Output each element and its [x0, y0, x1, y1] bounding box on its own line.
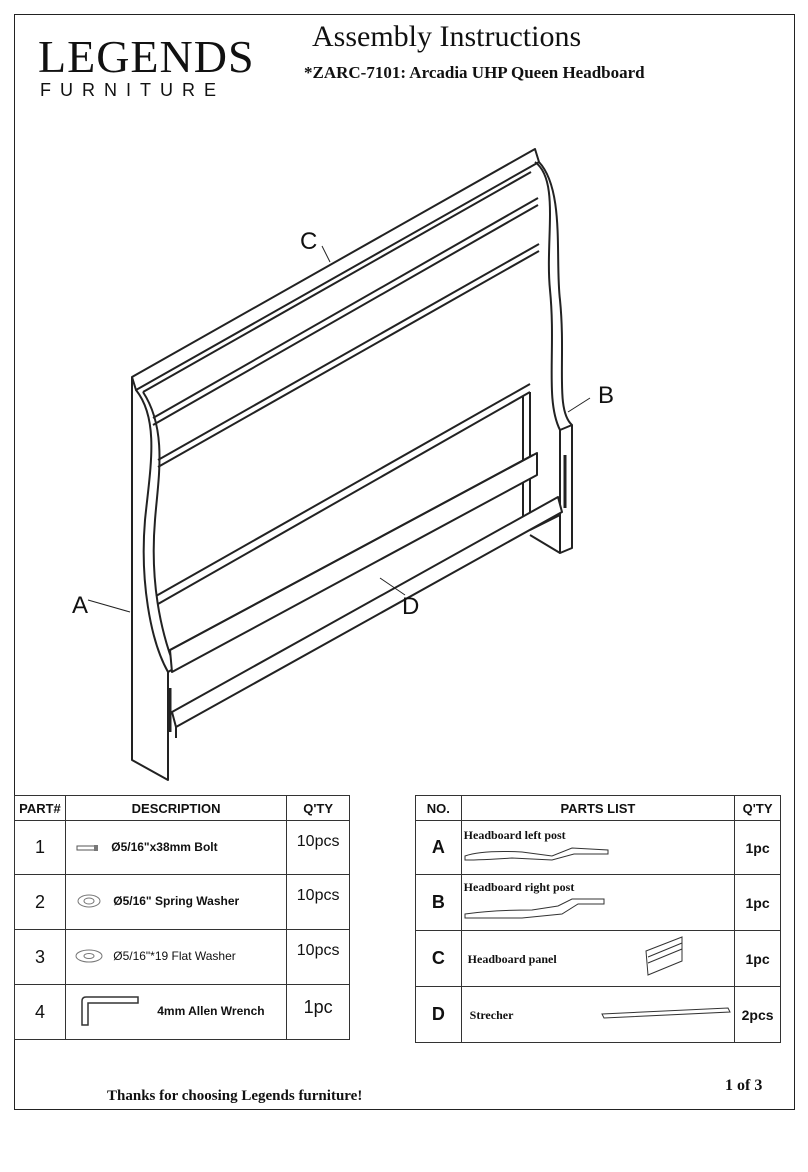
part-description-text: 4mm Allen Wrench	[157, 1004, 265, 1019]
part-qty: 1pc	[734, 820, 781, 875]
page-number: 1 of 3	[725, 1077, 763, 1094]
page-border	[14, 14, 795, 1110]
table-row: 4 4mm Allen Wrench 1pc	[14, 984, 350, 1040]
part-entry: Headboard left post	[460, 820, 736, 875]
label-c: C	[300, 228, 318, 255]
part-name: Strecher	[469, 1007, 514, 1022]
table-row: B Headboard right post 1pc	[415, 874, 781, 931]
part-letter: D	[415, 986, 462, 1043]
parts-table: NO. PARTS LIST Q'TY A Headboard left pos…	[415, 795, 781, 1043]
table-row: 1 Ø5/16"x38mm Bolt 10pcs	[14, 820, 350, 875]
part-description-text: Ø5/16"*19 Flat Washer	[113, 949, 236, 964]
flat-washer-icon	[74, 949, 104, 966]
part-number: 1	[14, 820, 66, 875]
part-name: Headboard panel	[467, 951, 557, 966]
left-post-icon	[462, 844, 612, 869]
part-qty: 1pc	[286, 984, 350, 1040]
col-part: PART#	[14, 795, 66, 821]
label-a: A	[72, 592, 89, 619]
part-number: 4	[14, 984, 66, 1040]
part-number: 3	[14, 929, 66, 985]
part-name: Headboard left post	[463, 828, 566, 842]
part-description: 4mm Allen Wrench	[64, 984, 288, 1040]
table-row: A Headboard left post 1pc	[415, 820, 781, 875]
part-letter: B	[415, 874, 462, 931]
right-post-icon	[462, 896, 612, 927]
brand-logo: LEGENDS	[38, 31, 255, 82]
part-qty: 1pc	[734, 930, 781, 987]
col-qty: Q'TY	[286, 795, 350, 821]
headboard-diagram	[87, 148, 591, 781]
part-letter: C	[415, 930, 462, 987]
col-no: NO.	[415, 795, 462, 821]
part-description: Ø5/16" Spring Washer	[64, 874, 288, 930]
spring-washer-icon	[76, 894, 102, 911]
part-entry: Headboard right post	[460, 874, 736, 931]
table-row: 3 Ø5/16"*19 Flat Washer 10pcs	[14, 929, 350, 985]
part-qty: 10pcs	[286, 874, 350, 930]
brand-logo-sub: FURNITURE	[40, 80, 225, 100]
product-subtitle: *ZARC-7101: Arcadia UHP Queen Headboard	[304, 63, 645, 82]
allen-wrench-icon	[76, 993, 142, 1032]
col-parts-list: PARTS LIST	[460, 795, 736, 821]
part-description-text: Ø5/16" Spring Washer	[113, 894, 240, 909]
part-qty: 10pcs	[286, 820, 350, 875]
table-row: C Headboard panel 1pc	[415, 930, 781, 987]
part-entry: Strecher	[460, 986, 736, 1043]
page-title: Assembly Instructions	[312, 20, 582, 53]
parts-table-header: NO. PARTS LIST Q'TY	[415, 795, 781, 821]
part-description: Ø5/16"x38mm Bolt	[64, 820, 288, 875]
table-row: 2 Ø5/16" Spring Washer 10pcs	[14, 874, 350, 930]
part-qty: 2pcs	[734, 986, 781, 1043]
part-qty: 1pc	[734, 874, 781, 931]
label-b: B	[598, 382, 615, 409]
part-description-text: Ø5/16"x38mm Bolt	[111, 840, 218, 855]
bolt-icon	[76, 841, 100, 855]
table-row: D Strecher 2pcs	[415, 986, 781, 1043]
footer-thanks: Thanks for choosing Legends furniture!	[107, 1088, 363, 1104]
part-entry: Headboard panel	[460, 930, 736, 987]
part-qty: 10pcs	[286, 929, 350, 985]
panel-icon	[642, 933, 686, 984]
col-qty: Q'TY	[734, 795, 781, 821]
part-letter: A	[415, 820, 462, 875]
col-description: DESCRIPTION	[64, 795, 288, 821]
part-number: 2	[14, 874, 66, 930]
label-d: D	[402, 593, 420, 620]
part-description: Ø5/16"*19 Flat Washer	[64, 929, 288, 985]
stretcher-icon	[598, 1005, 734, 1024]
hardware-table: PART# DESCRIPTION Q'TY 1 Ø5/16"x38mm Bol…	[14, 795, 350, 1040]
hardware-table-header: PART# DESCRIPTION Q'TY	[14, 795, 350, 821]
part-name: Headboard right post	[463, 880, 575, 894]
